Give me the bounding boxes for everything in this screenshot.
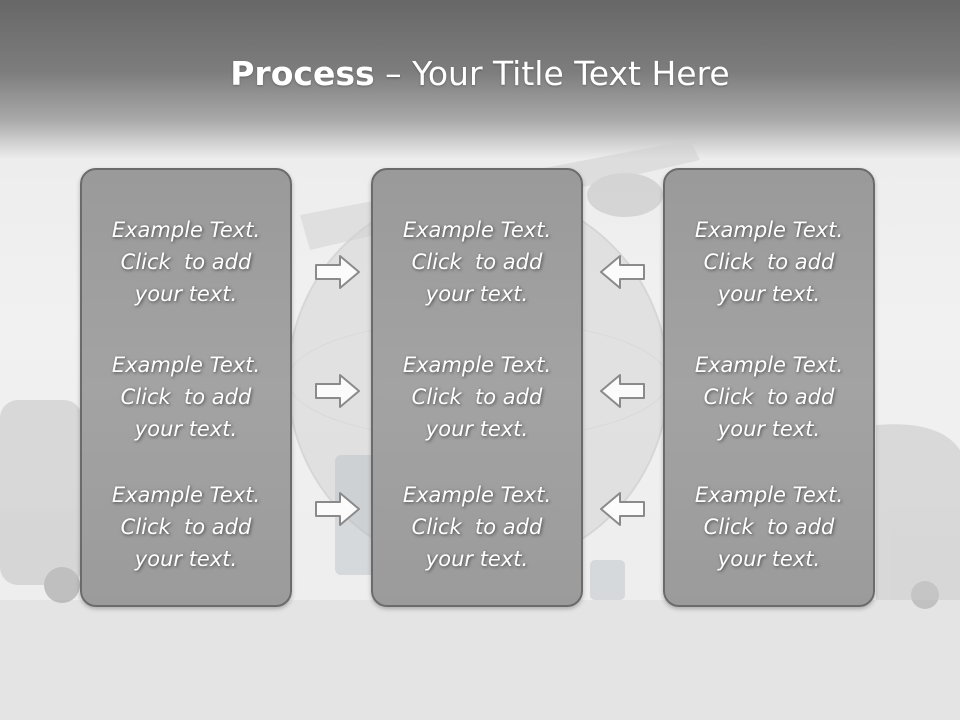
text-line: Example Text. — [694, 353, 844, 377]
text-line: your text. — [717, 417, 821, 441]
text-line: your text. — [134, 282, 238, 306]
text-line: Click to add — [120, 385, 252, 409]
text-line: Example Text. — [111, 483, 261, 507]
text-line: Example Text. — [694, 218, 844, 242]
panel-right: Example Text. Click to add your text. Ex… — [663, 168, 875, 607]
panel-left: Example Text. Click to add your text. Ex… — [80, 168, 292, 607]
panel-center: Example Text. Click to add your text. Ex… — [371, 168, 583, 607]
arrow-right-icon — [315, 255, 360, 289]
text-line: your text. — [425, 282, 529, 306]
text-line: your text. — [717, 282, 821, 306]
text-line: Click to add — [411, 515, 543, 539]
text-line: Example Text. — [111, 353, 261, 377]
text-line: your text. — [717, 547, 821, 571]
bus-image — [0, 400, 82, 603]
arrow-left-icon — [600, 255, 645, 289]
text-line: your text. — [134, 417, 238, 441]
text-line: Example Text. — [111, 218, 261, 242]
text-placeholder[interactable]: Example Text. Click to add your text. — [373, 349, 581, 445]
arrow-left-icon — [600, 374, 645, 408]
text-line: Click to add — [703, 385, 835, 409]
text-line: Example Text. — [402, 483, 552, 507]
slide-title: Process – Your Title Text Here — [0, 52, 960, 96]
title-bar — [0, 0, 960, 160]
arrow-right-icon — [315, 492, 360, 526]
arrow-left-icon — [600, 492, 645, 526]
text-placeholder[interactable]: Example Text. Click to add your text. — [82, 214, 290, 310]
text-placeholder[interactable]: Example Text. Click to add your text. — [82, 479, 290, 575]
text-placeholder[interactable]: Example Text. Click to add your text. — [373, 214, 581, 310]
text-line: Example Text. — [402, 353, 552, 377]
text-line: Click to add — [703, 250, 835, 274]
text-line: Example Text. — [402, 218, 552, 242]
text-line: Click to add — [703, 515, 835, 539]
text-line: your text. — [425, 547, 529, 571]
text-placeholder[interactable]: Example Text. Click to add your text. — [665, 349, 873, 445]
text-line: your text. — [425, 417, 529, 441]
slide-title-bold: Process — [230, 54, 375, 93]
text-line: Click to add — [411, 250, 543, 274]
text-placeholder[interactable]: Example Text. Click to add your text. — [82, 349, 290, 445]
floor — [0, 600, 960, 720]
text-placeholder[interactable]: Example Text. Click to add your text. — [665, 214, 873, 310]
slide-title-text: – Your Title Text Here — [374, 54, 730, 93]
text-line: Click to add — [120, 515, 252, 539]
luggage-image — [335, 455, 625, 600]
text-line: Example Text. — [694, 483, 844, 507]
text-line: Click to add — [120, 250, 252, 274]
text-line: your text. — [134, 547, 238, 571]
arrow-right-icon — [315, 374, 360, 408]
text-placeholder[interactable]: Example Text. Click to add your text. — [373, 479, 581, 575]
text-placeholder[interactable]: Example Text. Click to add your text. — [665, 479, 873, 575]
text-line: Click to add — [411, 385, 543, 409]
train-image — [876, 424, 960, 609]
